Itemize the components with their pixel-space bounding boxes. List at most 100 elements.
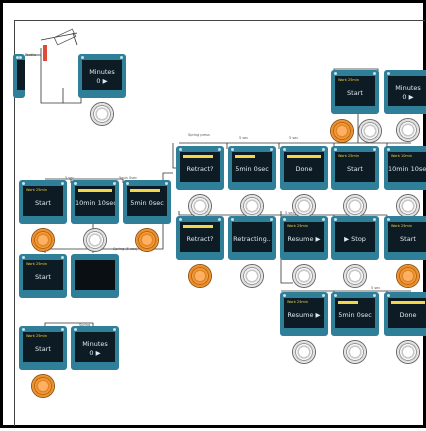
progress-bar	[235, 155, 255, 158]
wire-label: Spring press	[188, 133, 210, 137]
rotary-knob-active[interactable]	[331, 120, 353, 142]
oled-board: Retract?	[176, 216, 224, 260]
screen-line1: Resume ▶	[287, 311, 321, 319]
wire-label: 5 sec	[289, 136, 299, 140]
oled-board: Work 25min Start	[19, 254, 67, 298]
screen-line1: Start	[400, 235, 416, 243]
progress-bar	[78, 189, 112, 192]
oled-screen: Work 25min Start	[335, 152, 375, 182]
screen-line1: 5min 0sec	[130, 199, 164, 207]
screen-header: Work 25min	[338, 78, 360, 82]
diagram-area	[14, 20, 425, 426]
screen-line2: 0 ▶	[89, 349, 101, 357]
screen-line1: Minutes	[82, 340, 108, 348]
oled-screen: 5min 0sec	[232, 152, 272, 182]
oled-screen: Work 25min Resume ▶	[284, 222, 324, 252]
oled-board: ▶ Stop	[331, 216, 379, 260]
rotary-knob-active[interactable]	[397, 265, 419, 287]
screen-header: Work 25min	[26, 188, 48, 192]
oled-board: Done	[280, 146, 328, 190]
screen-line1: Done	[399, 311, 417, 319]
oled-screen: Retracting..	[232, 222, 272, 252]
rotary-knob-active[interactable]	[32, 375, 54, 397]
oled-board: Retract?	[176, 146, 224, 190]
rotary-knob-active[interactable]	[32, 229, 54, 251]
oled-screen: ▶ Stop	[335, 222, 375, 252]
oled-screen: Work 25min Resume ▶	[284, 298, 324, 328]
rotary-knob[interactable]	[91, 103, 113, 125]
rotary-knob[interactable]	[344, 195, 366, 217]
oled-screen: 10min 10sec	[75, 186, 115, 216]
switch-component	[43, 45, 47, 61]
screen-header: Work 25min	[287, 224, 309, 228]
rotary-knob[interactable]	[359, 120, 381, 142]
screen-header: Work 25min	[287, 300, 309, 304]
rotary-knob-active[interactable]	[136, 229, 158, 251]
rotary-knob[interactable]	[241, 195, 263, 217]
oled-board: Retracting..	[228, 216, 276, 260]
oled-board: Work 25min Start	[19, 326, 67, 370]
oled-board: Work 25min Start	[19, 180, 67, 224]
rotary-knob[interactable]	[293, 341, 315, 363]
screen-header: Work 25min	[391, 224, 413, 228]
progress-bar	[391, 301, 425, 304]
screen-line1: Resume ▶	[287, 235, 321, 243]
screen-line1: Retract?	[186, 165, 214, 173]
progress-bar	[183, 155, 213, 158]
rotary-knob[interactable]	[397, 195, 419, 217]
screen-line1: 10min 10sec	[75, 199, 115, 207]
screen-line1: Done	[295, 165, 313, 173]
wire-label: Spring	[79, 323, 91, 327]
oled-board: Work 25min Start	[331, 70, 379, 114]
oled-screen: Work 10min 10min 10sec	[388, 152, 426, 182]
rotary-knob[interactable]	[293, 195, 315, 217]
wire-label: 5 sec	[239, 136, 249, 140]
oled-screen-off	[75, 260, 115, 290]
screen-line1: Start	[35, 345, 51, 353]
oled-screen: Work 25min Start	[23, 260, 63, 290]
rotary-knob[interactable]	[84, 229, 106, 251]
rotary-knob[interactable]	[344, 341, 366, 363]
oled-screen: Retract?	[180, 222, 220, 252]
oled-board: Done	[384, 292, 426, 336]
screen-line1: 5min 0sec	[235, 165, 269, 173]
progress-bar	[130, 189, 160, 192]
oled-screen	[17, 60, 25, 90]
oled-screen: Work 25min Start	[23, 186, 63, 216]
rotary-knob-active[interactable]	[189, 265, 211, 287]
progress-bar	[183, 225, 213, 228]
screen-line1: Minutes	[89, 68, 115, 76]
oled-board: 5min 0sec	[123, 180, 171, 224]
oled-board: Work 25min Resume ▶	[280, 292, 328, 336]
screen-line1: 5min 0sec	[338, 311, 372, 319]
wire-label: 5 sec	[285, 211, 295, 215]
rotary-knob[interactable]	[241, 265, 263, 287]
rotary-knob[interactable]	[397, 119, 419, 141]
screen-line1: Start	[347, 89, 363, 97]
rotary-knob[interactable]	[293, 265, 315, 287]
rotary-knob[interactable]	[189, 195, 211, 217]
screen-header: Work 25min	[338, 154, 360, 158]
rotary-knob[interactable]	[344, 265, 366, 287]
rotary-knob[interactable]	[397, 341, 419, 363]
wire-label: 5 sec	[65, 176, 75, 180]
wire-label: 5min 0sec	[119, 176, 138, 180]
progress-bar	[338, 301, 358, 304]
oled-screen: Retract?	[180, 152, 220, 182]
oled-board: Work 10min 10min 10sec	[384, 146, 426, 190]
screen-line1: Retract?	[186, 235, 214, 243]
oled-screen: 5min 0sec	[127, 186, 167, 216]
screen-header: Work 25min	[26, 262, 48, 266]
screen-line1: Minutes	[395, 84, 421, 92]
wire-label: Spring (5 sec)	[113, 247, 138, 251]
screen-line1: ▶ Stop	[344, 235, 366, 243]
screen-line1: Retracting..	[233, 235, 271, 243]
oled-board: 5min 0sec	[331, 292, 379, 336]
